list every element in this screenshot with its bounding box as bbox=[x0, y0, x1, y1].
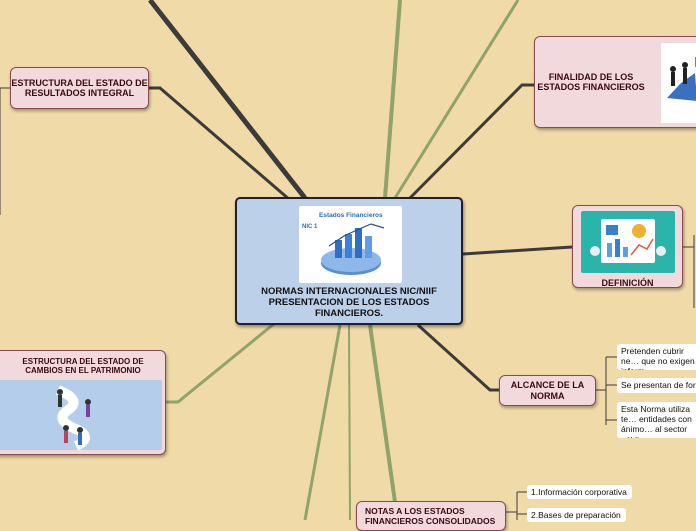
notas-item[interactable]: 1.Información corporativa bbox=[527, 485, 632, 499]
node-label: NOTAS A LOS ESTADOS FINANCIEROS CONSOLID… bbox=[365, 506, 496, 526]
node-alcance[interactable]: ALCANCE DE LA NORMA bbox=[499, 375, 596, 406]
node-definicion[interactable]: DEFINICIÓN bbox=[572, 205, 683, 288]
node-cambios-patrimonio[interactable]: ESTRUCTURA DEL ESTADO DE CAMBIOS EN EL P… bbox=[0, 350, 166, 455]
node-label: ALCANCE DE LA NORMA bbox=[510, 380, 585, 401]
node-label: DEFINICIÓN bbox=[601, 278, 654, 288]
notas-item[interactable]: 2.Bases de preparación bbox=[527, 508, 626, 522]
node-label: ESTRUCTURA DEL ESTADO DE CAMBIOS EN EL P… bbox=[22, 357, 144, 376]
alcance-item[interactable]: Se presentan de for… bbox=[617, 378, 696, 393]
node-finalidad[interactable]: FINALIDAD DE LOS ESTADOS FINANCIEROS bbox=[534, 36, 696, 128]
data-analysis-image bbox=[580, 211, 675, 273]
node-notas[interactable]: NOTAS A LOS ESTADOS FINANCIEROS CONSOLID… bbox=[356, 501, 506, 531]
business-people-image bbox=[661, 43, 696, 123]
alcance-item[interactable]: Pretenden cubrir ne… que no exigen infor… bbox=[617, 344, 696, 370]
root-node[interactable]: Estados Financieros NIC 1 NORMAS INTERNA… bbox=[235, 197, 463, 325]
connector-lines bbox=[0, 0, 695, 520]
node-label: FINALIDAD DE LOS ESTADOS FINANCIEROS bbox=[537, 71, 645, 92]
node-estructura-resultados[interactable]: ESTRUCTURA DEL ESTADO DE RESULTADOS INTE… bbox=[10, 67, 149, 109]
alcance-item[interactable]: Esta Norma utiliza te… entidades con áni… bbox=[617, 402, 696, 438]
financial-statements-image: Estados Financieros NIC 1 bbox=[299, 206, 402, 283]
team-image bbox=[0, 380, 162, 451]
image-caption: Estados Financieros bbox=[319, 212, 383, 219]
node-label: ESTRUCTURA DEL ESTADO DE RESULTADOS INTE… bbox=[11, 77, 148, 98]
image-sublabel: NIC 1 bbox=[302, 224, 318, 230]
root-title: NORMAS INTERNACIONALES NIC/NIIF PRESENTA… bbox=[261, 286, 437, 319]
